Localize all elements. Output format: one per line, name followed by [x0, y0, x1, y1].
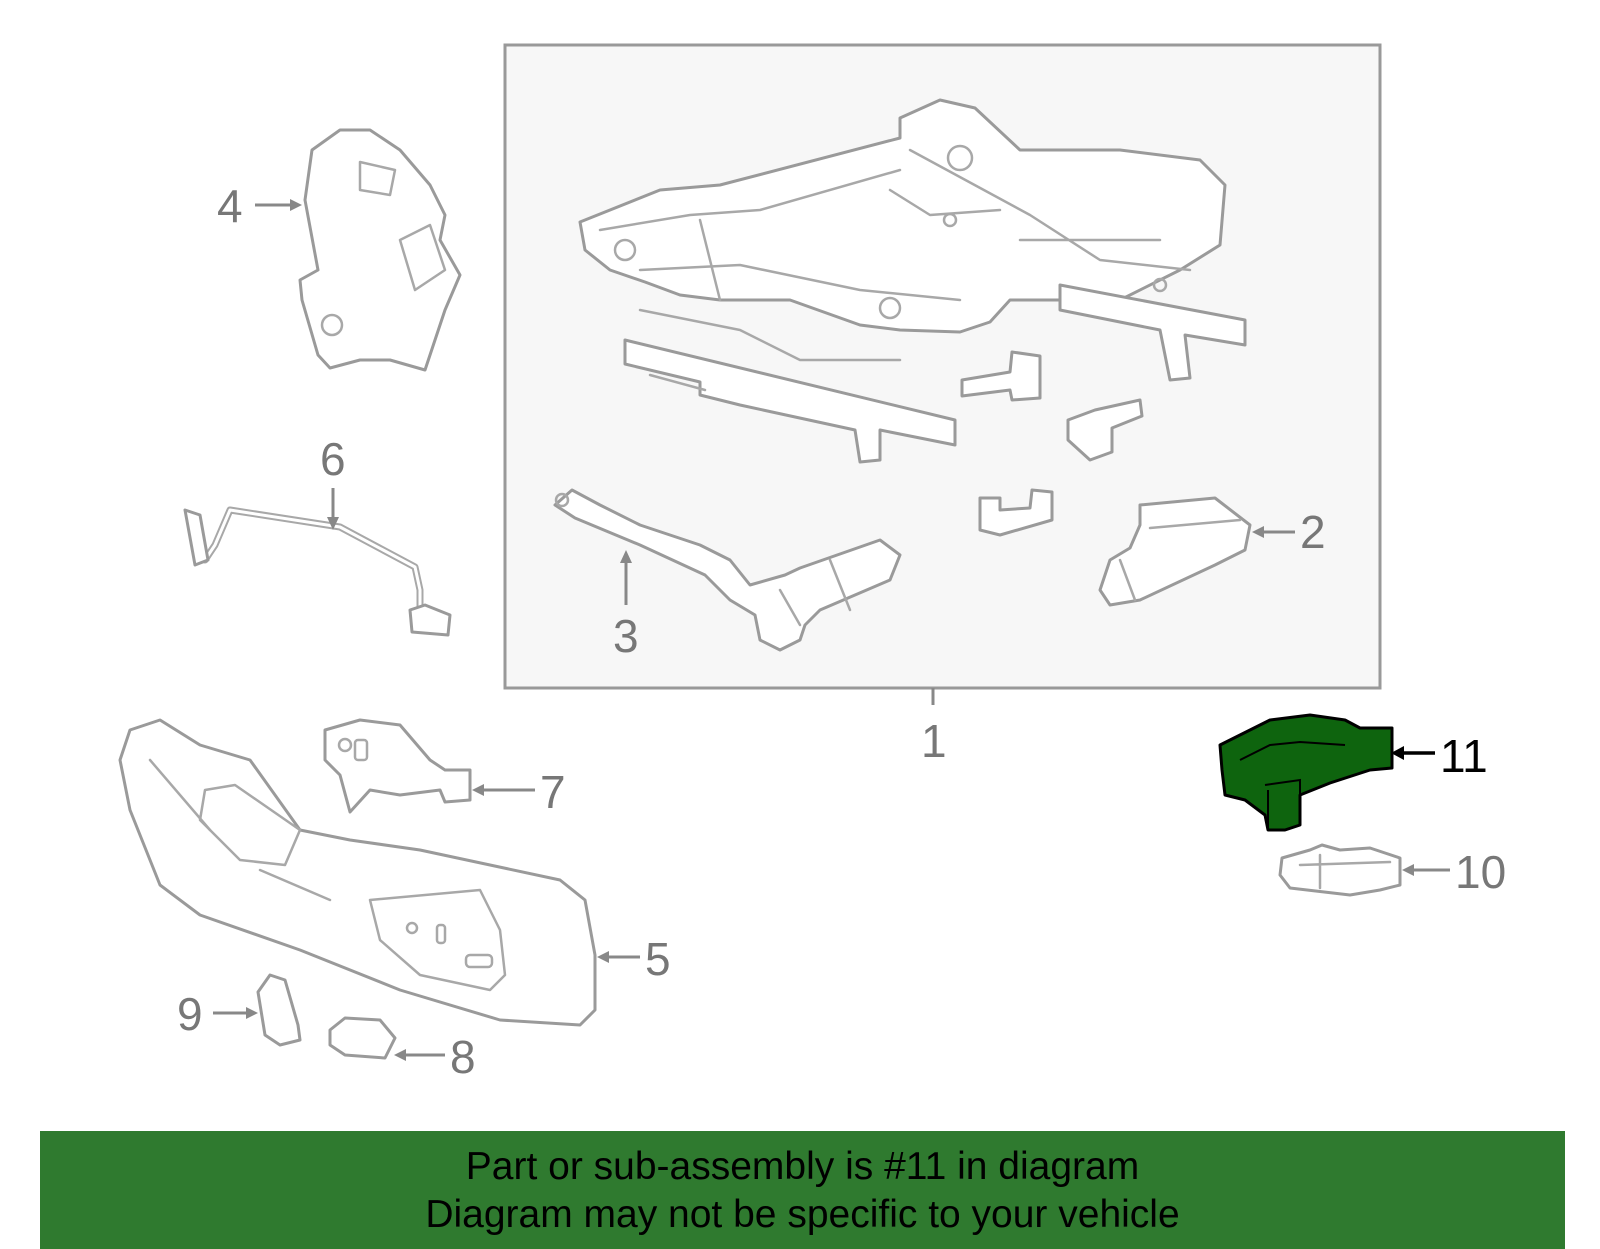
- callout-9: 9: [177, 988, 203, 1040]
- part-9-knob-drawing: [256, 973, 302, 1047]
- part-5-shield-drawing: [118, 718, 597, 1027]
- callout-7: 7: [540, 766, 566, 818]
- part-6-wire-drawing: [183, 506, 452, 637]
- part-3-actuator-drawing: [553, 488, 902, 652]
- callout-10: 10: [1455, 846, 1506, 898]
- part-10-module-drawing: [1278, 843, 1402, 897]
- callout-5: 5: [645, 933, 671, 985]
- part-7-bracket-drawing: [323, 718, 472, 814]
- callout-2: 2: [1300, 506, 1326, 558]
- part-8-knob-drawing: [328, 1016, 397, 1060]
- callout-6: 6: [320, 433, 346, 485]
- seat-hardware-drawing: [960, 350, 1144, 537]
- callout-8: 8: [450, 1031, 476, 1083]
- callout-4: 4: [217, 180, 243, 232]
- part-2-motor-drawing: [1098, 496, 1252, 607]
- callout-1: 1: [921, 715, 947, 767]
- banner-line-1: Part or sub-assembly is #11 in diagram: [465, 1145, 1140, 1188]
- part-4-cover-drawing: [298, 128, 462, 372]
- callout-11: 11: [1440, 730, 1488, 782]
- callout-3: 3: [613, 610, 639, 662]
- seat-frame-drawing: [578, 98, 1247, 464]
- part-11-highlighted-drawing: [1218, 713, 1394, 832]
- info-banner: Part or sub-assembly is #11 in diagram D…: [40, 1131, 1565, 1249]
- banner-line-2: Diagram may not be specific to your vehi…: [425, 1193, 1180, 1236]
